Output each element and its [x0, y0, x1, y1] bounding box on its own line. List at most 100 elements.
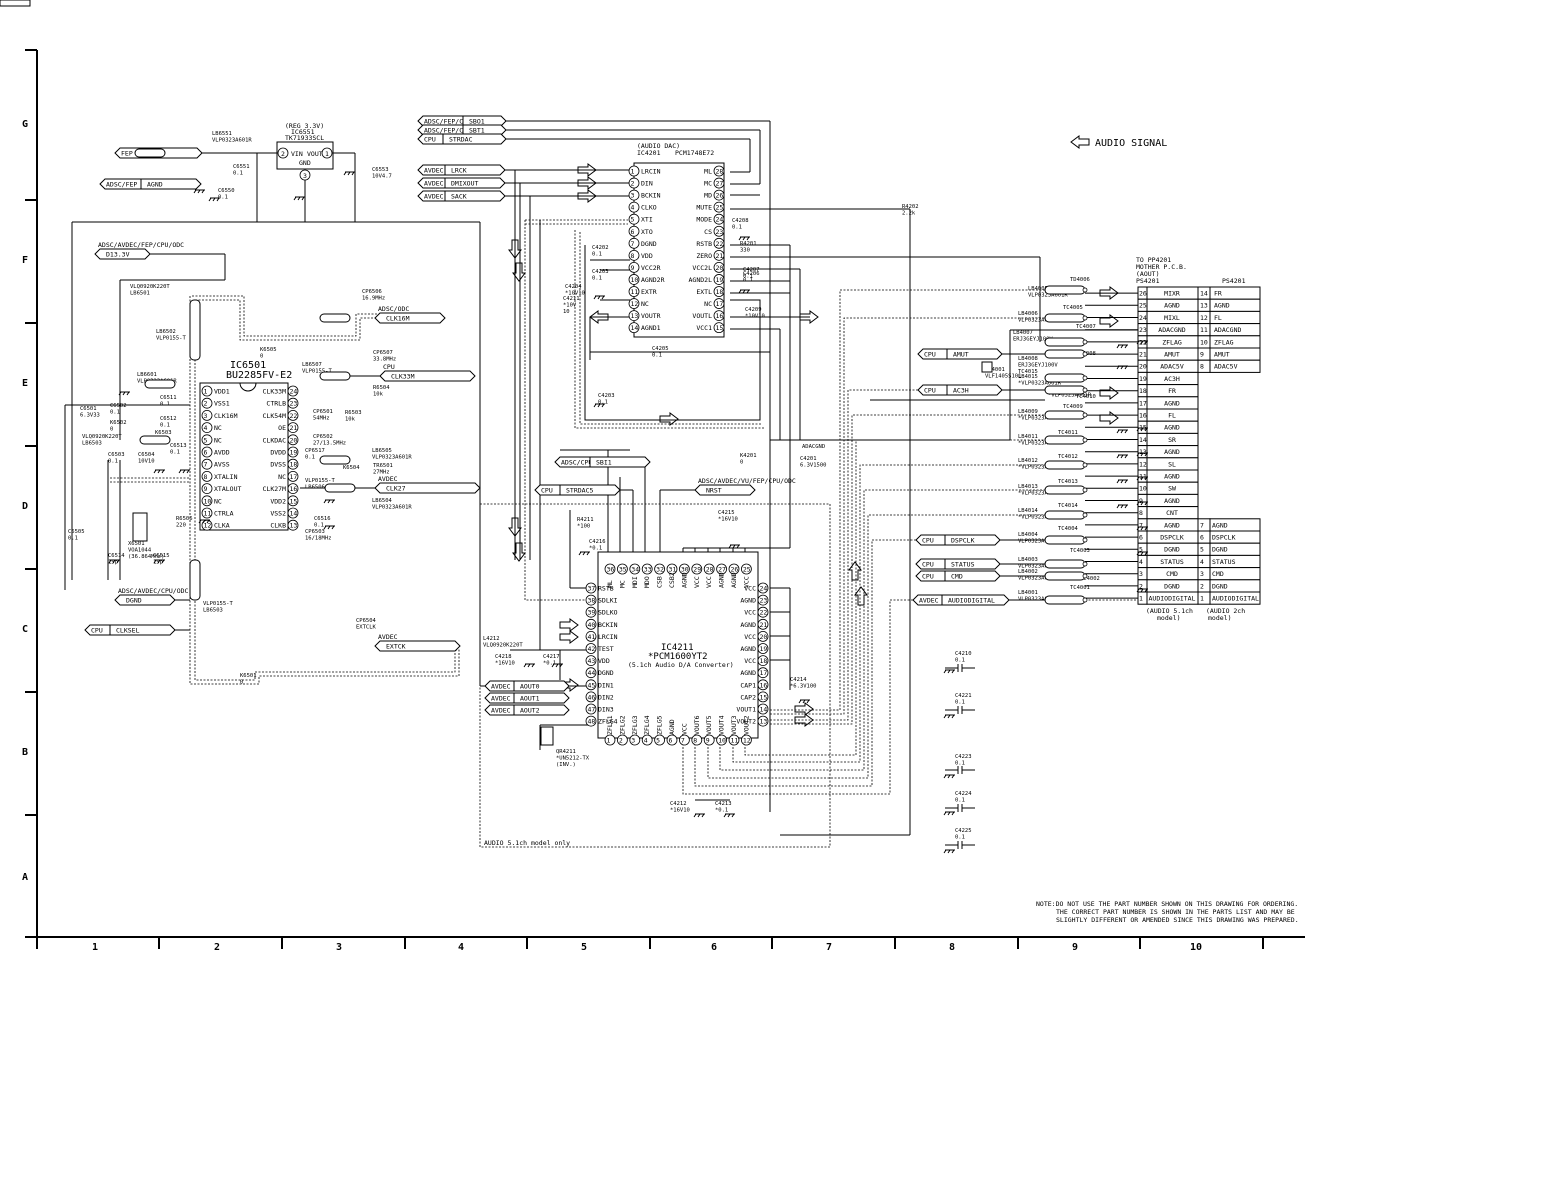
pin-number: 31: [669, 566, 677, 574]
label-cp6504: CP6504: [356, 618, 377, 624]
ps4201-pin-num: 2: [1139, 582, 1143, 590]
flag-source: CPU: [924, 351, 936, 359]
label-fl4001: VLF1405S101: [985, 374, 1021, 380]
label-cp6501: 54MHz: [313, 416, 330, 422]
pin-number: 42: [588, 645, 596, 653]
pin-number: 45: [588, 681, 596, 689]
label-c4218: *16V10: [495, 661, 515, 667]
pin-name: LRCIN: [598, 633, 618, 641]
pin-marker: [287, 385, 299, 397]
pin-number: 7: [631, 240, 635, 248]
ferrite-bead-icon: [1044, 535, 1086, 545]
pin-number: 17: [760, 669, 768, 677]
grid-col-label: 2: [214, 942, 220, 953]
pin-number: 48: [588, 718, 596, 726]
grid-col-label: 6: [711, 942, 717, 953]
flag-source: AVDEC: [491, 695, 511, 703]
ground-icon: [1116, 454, 1128, 459]
pin-name: VCC: [744, 657, 756, 665]
pin-name: CTRLA: [214, 510, 234, 518]
capacitor-icon: [945, 766, 975, 774]
ferrite-bead-icon: [1044, 313, 1086, 323]
label-c6504: 10V10: [138, 459, 155, 465]
grid-col-label: 8: [949, 942, 955, 953]
ic6551-pin-name: VIN: [291, 150, 303, 158]
flag-source: CPU: [922, 573, 934, 581]
label-c4208: 0.1: [732, 225, 742, 231]
component-labels: LB6551VLP0323A601RC65510.1C65500.1C65531…: [68, 131, 1100, 841]
ground-icon: [1136, 476, 1148, 481]
audio-signal-arrow-icon: [1070, 135, 1090, 149]
label-c6503: 0.1: [108, 459, 118, 465]
label-cp6503: 16/18MHz: [305, 536, 332, 542]
pin-name: VCC: [705, 576, 713, 588]
ps4201-pin-name: FL: [1214, 314, 1222, 322]
ground-icon: [943, 849, 955, 854]
pin-number: 25: [716, 204, 724, 212]
ps4201-pin-num: 3: [1139, 570, 1143, 578]
flag-source: ADSC/AVDEC/CPU/ODC: [118, 587, 189, 595]
label-c4204: *10V10: [565, 291, 585, 297]
ground-icon: [798, 699, 810, 704]
pin-marker: [691, 563, 703, 575]
label-r4202: R4202: [902, 204, 919, 210]
label-c4214: C4214: [790, 677, 807, 683]
label-k6502: K6502: [110, 420, 127, 426]
label-c4225: C4225: [955, 828, 972, 834]
pin-marker: [757, 655, 769, 666]
flag-source: AVDEC: [424, 180, 444, 188]
pin-name: CSB: [656, 576, 664, 588]
grid-row-label: F: [22, 255, 28, 266]
label-tc4005: TC4005: [1063, 305, 1083, 311]
label-cp6502: 27/13.5MHz: [313, 441, 346, 447]
ground-icon: [1136, 526, 1148, 531]
label-c4214: *6.3V100: [790, 684, 817, 690]
ps4201-pin-num: 13: [1139, 448, 1147, 456]
pin-number: 18: [760, 657, 768, 665]
pin-number: 1: [204, 388, 208, 396]
label-c4201: C4201: [800, 456, 817, 462]
label-tc4013: TC4013: [1058, 479, 1078, 485]
flag-net: DMIXOUT: [451, 180, 478, 188]
ps4201-pin-name: SW: [1168, 485, 1176, 493]
ps4201-pin-name: AUDIODIGITAL: [1149, 595, 1196, 603]
label-lb4008: TC4015: [1018, 369, 1038, 375]
pin-number: 9: [204, 485, 208, 493]
pin-marker: [757, 715, 769, 727]
label-c4206: C4206: [743, 271, 760, 277]
flag-net: CLKSEL: [116, 627, 140, 635]
pin-name: RSTB: [696, 240, 712, 248]
pin-name: ZFLG1: [606, 715, 614, 735]
pin-name: MUTE: [696, 204, 712, 212]
label-k6503: K6503: [155, 430, 172, 436]
label-lb4009: LB4009: [1018, 409, 1038, 415]
grid-col-label: 4: [458, 942, 464, 953]
flag-net: CLK33M: [391, 373, 415, 381]
pin-number: 11: [731, 737, 739, 745]
label-lb4002: VLP0323A601R: [1018, 576, 1058, 582]
ferrite-bead-icon: [1044, 435, 1086, 445]
ps4201-pin-name: MIXL: [1164, 314, 1180, 322]
label-cp6507: CP6507: [373, 350, 393, 356]
ps4201-pin-name: AGND: [1212, 521, 1228, 529]
ground-icon: [1136, 588, 1148, 593]
label-c6512: C6512: [160, 416, 177, 422]
pin-marker: [585, 582, 597, 594]
pin-marker: [287, 434, 299, 446]
pin-marker: [713, 249, 725, 261]
ps4201-pin-num: 23: [1139, 326, 1147, 334]
ps4201-pin-name: AGND: [1164, 424, 1180, 432]
pin-name: LRCIN: [641, 168, 661, 176]
ground-icon: [728, 544, 740, 549]
label-lb6504: VLP0323A601R: [372, 505, 412, 511]
grid-row-label: B: [22, 747, 28, 758]
pin-marker: [757, 703, 769, 715]
pin-marker: [201, 422, 213, 434]
pin-number: 39: [588, 609, 596, 617]
